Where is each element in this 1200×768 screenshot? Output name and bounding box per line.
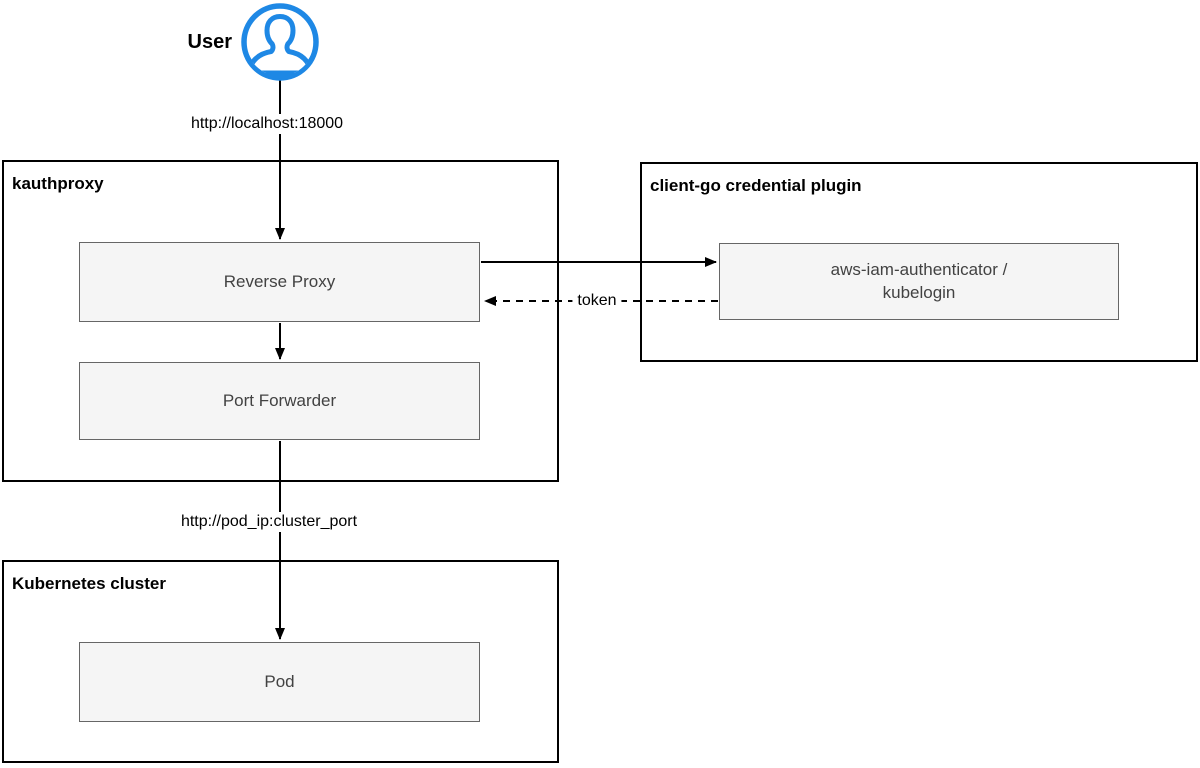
group-kauthproxy-title: kauthproxy	[12, 174, 104, 193]
group-client-go-title: client-go credential plugin	[650, 176, 862, 195]
node-pod: Pod	[79, 642, 480, 722]
node-aws-iam-label-line2: kubelogin	[882, 282, 956, 302]
edge-label-pod-ip-url: http://pod_ip:cluster_port	[175, 512, 363, 532]
node-reverse-proxy: Reverse Proxy	[79, 242, 480, 322]
user-actor-label: User	[187, 31, 232, 53]
edge-label-localhost-url: http://localhost:18000	[185, 114, 349, 134]
edge-label-token: token	[572, 291, 622, 311]
node-aws-iam-authenticator-kubelogin: aws-iam-authenticator / kubelogin	[719, 243, 1119, 320]
node-port-forwarder-label: Port Forwarder	[222, 390, 337, 410]
node-aws-iam-label-line1: aws-iam-authenticator /	[830, 259, 1008, 279]
node-pod-label: Pod	[264, 671, 295, 691]
user-icon	[240, 2, 320, 82]
node-port-forwarder: Port Forwarder	[79, 362, 480, 440]
group-kubernetes-title: Kubernetes cluster	[12, 574, 166, 593]
node-reverse-proxy-label: Reverse Proxy	[223, 271, 336, 291]
